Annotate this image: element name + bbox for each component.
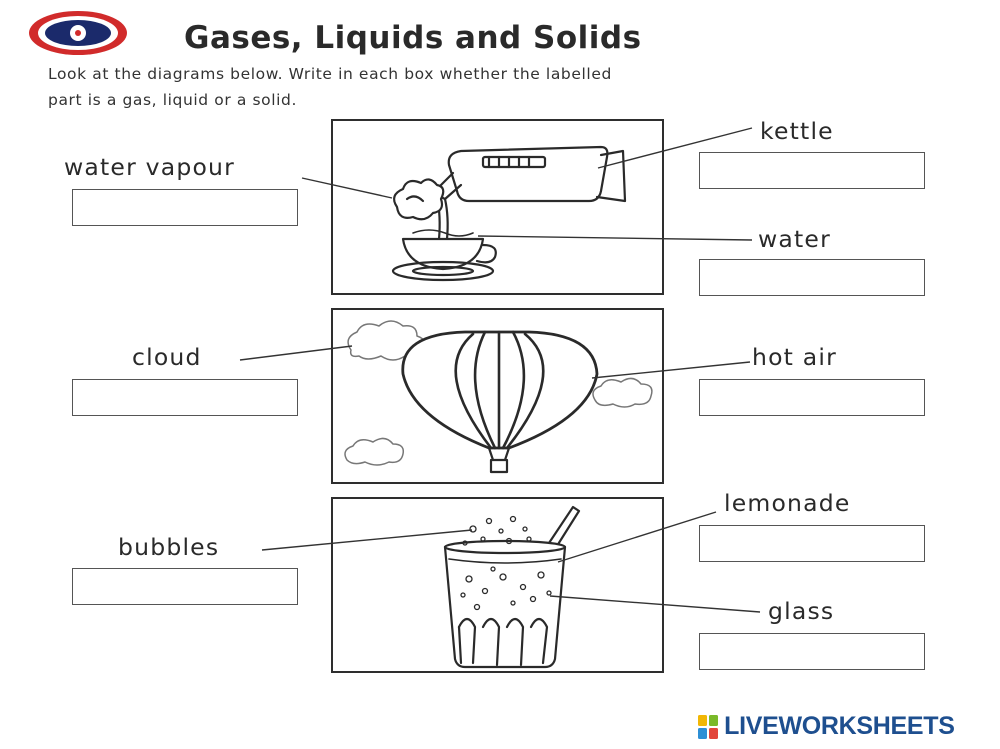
answer-box-kettle[interactable] [699, 152, 925, 189]
lemonade-panel [331, 497, 664, 673]
answer-box-glass[interactable] [699, 633, 925, 670]
leader-line-glass [549, 595, 761, 613]
label-bubbles: bubbles [118, 533, 220, 561]
instruction-line-2: part is a gas, liquid or a solid. [48, 91, 298, 109]
kettle-panel [331, 119, 664, 295]
leader-line-hot-air [591, 361, 751, 379]
leader-line-lemonade [557, 511, 717, 563]
answer-box-hot-air[interactable] [699, 379, 925, 416]
answer-box-bubbles[interactable] [72, 568, 298, 605]
answer-box-lemonade[interactable] [699, 525, 925, 562]
label-kettle: kettle [760, 117, 834, 145]
liveworksheets-wordmark: LIVEWORKSHEETS [724, 712, 955, 740]
kettle-pouring-illustration [391, 145, 627, 282]
liveworksheets-logo-icon [698, 714, 718, 739]
leader-line-bubbles [261, 529, 473, 551]
leader-line-water [477, 235, 753, 241]
hot-air-balloon-illustration [344, 320, 653, 474]
instruction-line-1: Look at the diagrams below. Write in eac… [48, 65, 612, 83]
label-hot-air: hot air [752, 343, 837, 371]
leader-line-water-vapour [301, 177, 393, 199]
label-cloud: cloud [132, 343, 202, 371]
leader-line-kettle [597, 127, 753, 169]
lemonade-glass-illustration [443, 505, 581, 669]
label-glass: glass [768, 597, 835, 625]
school-logo [29, 11, 127, 55]
answer-box-cloud[interactable] [72, 379, 298, 416]
leader-line-cloud [239, 345, 353, 361]
worksheet-title: Gases, Liquids and Solids [184, 20, 642, 56]
balloon-panel [331, 308, 664, 484]
label-lemonade: lemonade [724, 489, 851, 517]
label-water: water [758, 225, 831, 253]
answer-box-water-vapour[interactable] [72, 189, 298, 226]
label-water-vapour: water vapour [64, 153, 235, 181]
liveworksheets-brand: LIVEWORKSHEETS [697, 712, 955, 742]
answer-box-water[interactable] [699, 259, 925, 296]
